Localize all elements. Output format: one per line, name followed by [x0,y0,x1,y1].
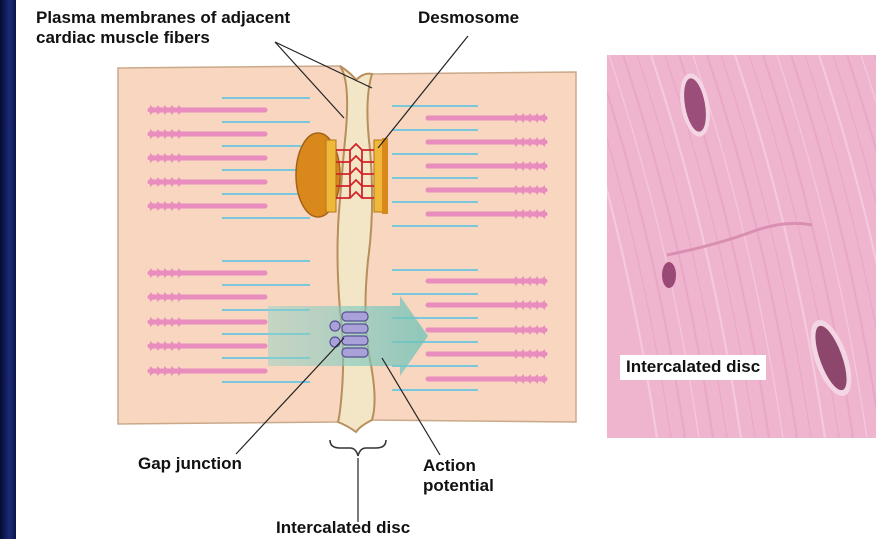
action-potential-label-line1: Action [423,456,494,476]
plasma-membranes-label-line1: Plasma membranes of adjacent [36,8,290,28]
intercalated-disc-label: Intercalated disc [276,518,410,538]
plasma-membranes-label: Plasma membranes of adjacent cardiac mus… [36,8,290,48]
action-potential-label-line2: potential [423,476,494,496]
nucleus-middle [662,262,676,288]
desmosome-label: Desmosome [418,8,519,28]
desmosome-left-inner [326,140,336,212]
desmosome-right-plaque [382,138,388,214]
micrograph-intercalated-disc-label: Intercalated disc [620,355,766,380]
gap-junction-label: Gap junction [138,454,242,474]
cardiac-tissue-micrograph [607,55,876,438]
intercalated-disc-bracket [330,440,386,456]
action-potential-label: Action potential [423,456,494,496]
plasma-membranes-label-line2: cardiac muscle fibers [36,28,290,48]
